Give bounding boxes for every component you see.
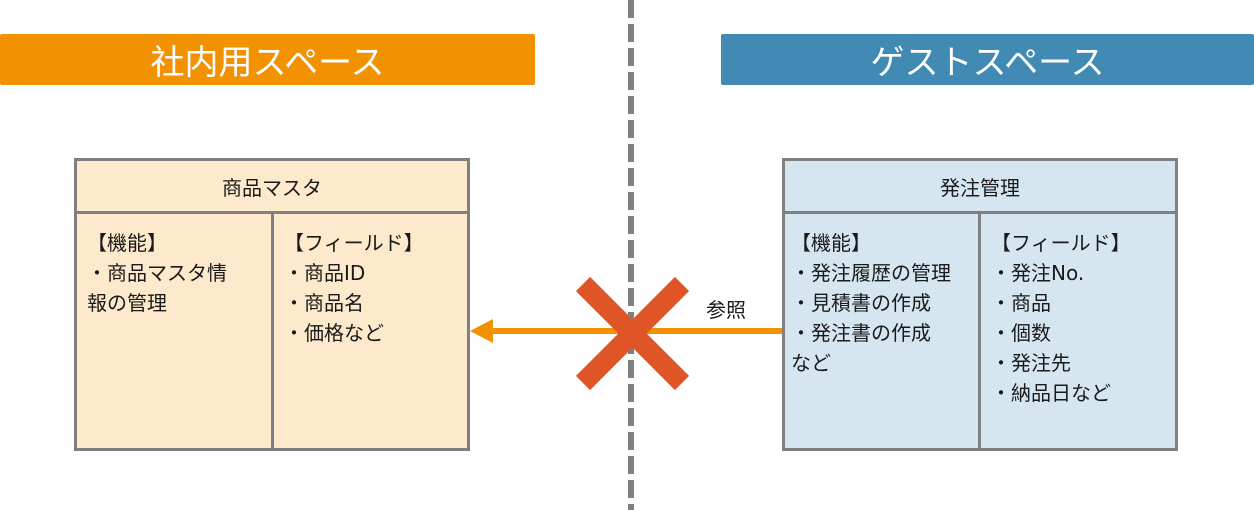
product-master-box: 商品マスタ 【機能】 ・商品マスタ情 報の管理 【フィールド】 ・商品ID ・商… — [74, 158, 470, 451]
order-management-fields: 【フィールド】 ・発注No. ・商品 ・個数 ・発注先 ・納品日など — [981, 214, 1175, 448]
reference-label: 参照 — [706, 298, 746, 322]
order-management-title: 発注管理 — [785, 161, 1175, 214]
function-line: 【機能】 — [791, 231, 871, 255]
field-line: ・価格など — [284, 321, 384, 345]
order-management-box: 発注管理 【機能】 ・発注履歴の管理 ・見積書の作成 ・発注書の作成 など 【フ… — [782, 158, 1178, 451]
internal-space-banner: 社内用スペース — [0, 34, 535, 85]
field-line: ・個数 — [991, 321, 1051, 345]
function-line: 【機能】 — [87, 231, 167, 255]
function-line: など — [791, 351, 831, 375]
field-line: ・発注先 — [991, 351, 1071, 375]
function-line: ・見積書の作成 — [791, 291, 931, 315]
field-line: 【フィールド】 — [284, 231, 424, 255]
reference-arrow-head — [470, 319, 493, 343]
field-line: ・商品 — [991, 291, 1051, 315]
product-master-fields: 【フィールド】 ・商品ID ・商品名 ・価格など — [274, 214, 467, 448]
function-line: ・発注履歴の管理 — [791, 261, 951, 285]
space-divider — [628, 0, 634, 510]
field-line: ・納品日など — [991, 381, 1111, 405]
field-line: ・商品名 — [284, 291, 364, 315]
order-management-functions: 【機能】 ・発注履歴の管理 ・見積書の作成 ・発注書の作成 など — [785, 214, 981, 448]
guest-space-banner: ゲストスペース — [721, 34, 1254, 85]
product-master-title: 商品マスタ — [77, 161, 467, 214]
function-line: ・発注書の作成 — [791, 321, 931, 345]
function-line: 報の管理 — [87, 291, 167, 315]
field-line: ・商品ID — [284, 261, 366, 285]
blocked-cross-icon — [575, 276, 690, 391]
product-master-functions: 【機能】 ・商品マスタ情 報の管理 — [77, 214, 274, 448]
field-line: ・発注No. — [991, 261, 1085, 285]
function-line: ・商品マスタ情 — [87, 261, 227, 285]
field-line: 【フィールド】 — [991, 231, 1131, 255]
